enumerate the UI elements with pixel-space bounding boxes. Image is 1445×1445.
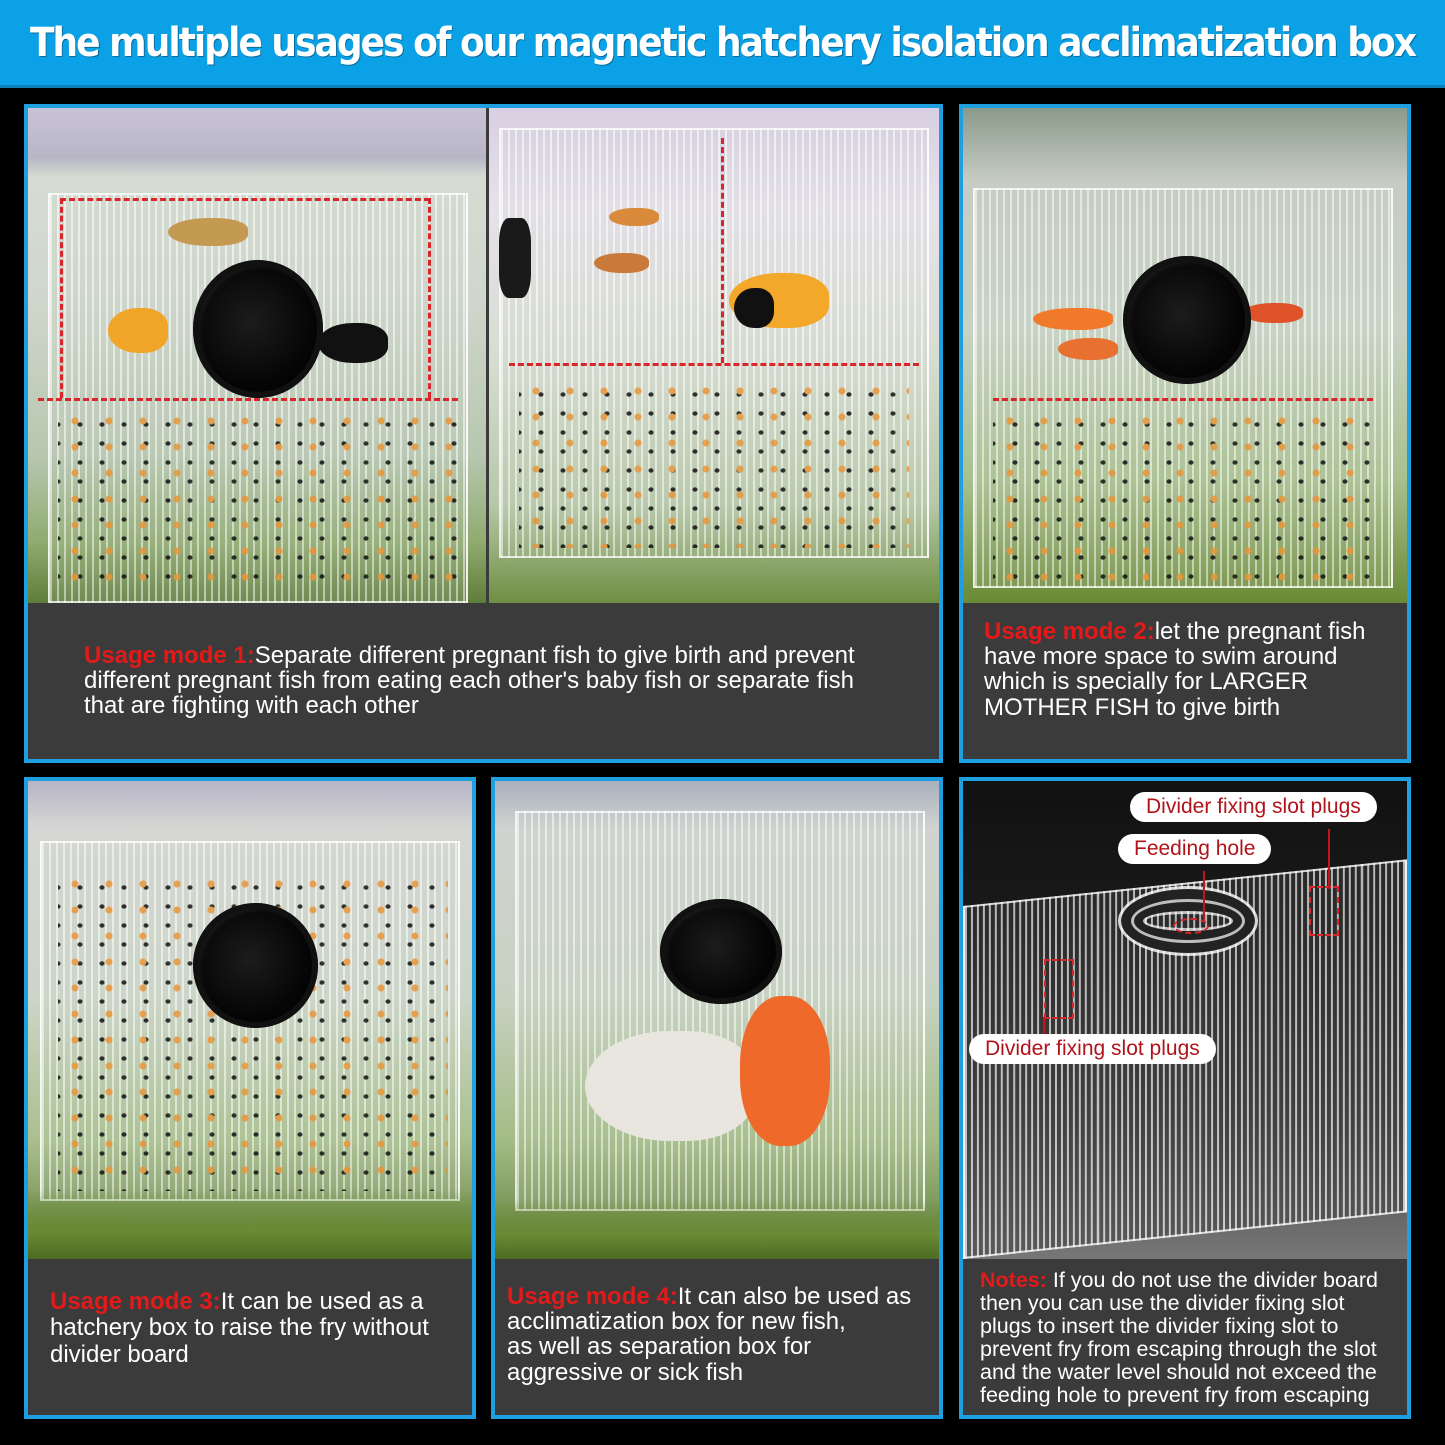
caption-line: hatchery box to raise the fry without: [50, 1314, 429, 1342]
photo-box-with-two-goldfish: [495, 781, 939, 1259]
caption-usage-mode-4: Usage mode 4:It can also be used as accl…: [495, 1259, 939, 1415]
caption-line: Usage mode 3:It can be used as a: [50, 1288, 472, 1315]
caption-usage-mode-3: Usage mode 3:It can be used as a hatcher…: [28, 1259, 472, 1415]
callout-feeding-hole: Feeding hole: [1118, 834, 1272, 864]
caption-line: feeding hole to prevent fry from escapin…: [980, 1383, 1370, 1407]
caption-usage-mode-1: Usage mode 1:Separate different pregnant…: [28, 603, 939, 759]
caption-line: divider board: [50, 1340, 189, 1368]
caption-line: which is specially for LARGER: [984, 668, 1309, 696]
caption-text: It can be used as a: [220, 1288, 424, 1315]
caption-text: let the pregnant fish: [1154, 618, 1366, 645]
panel-usage-mode-4: Usage mode 4:It can also be used as accl…: [491, 777, 943, 1419]
caption-line: Usage mode 1:Separate different pregnant…: [84, 643, 939, 668]
magnet-icon: [660, 899, 782, 1004]
panel-usage-mode-1: Usage mode 1:Separate different pregnant…: [24, 104, 943, 763]
title-banner: The multiple usages of our magnetic hatc…: [0, 0, 1445, 88]
caption-lead: Usage mode 2:: [984, 618, 1155, 645]
caption-lead: Usage mode 3:: [50, 1288, 221, 1315]
photo-box-with-divider-board: [489, 108, 939, 603]
caption-line: aggressive or sick fish: [507, 1358, 744, 1386]
caption-text: Separate different pregnant fish to give…: [254, 642, 855, 669]
caption-usage-mode-2: Usage mode 2:let the pregnant fish have …: [963, 603, 1407, 759]
caption-line: plugs to insert the divider fixing slot …: [980, 1314, 1339, 1338]
photo-box-with-magnet-and-fry: [28, 108, 486, 603]
panel-notes: Divider fixing slot plugs Feeding hole D…: [959, 777, 1411, 1419]
caption-line: Notes: If you do not use the divider boa…: [980, 1268, 1407, 1292]
caption-line: as well as separation box for: [507, 1333, 812, 1361]
caption-line: and the water level should not exceed th…: [980, 1360, 1377, 1384]
caption-line: that are fighting with each other: [84, 692, 419, 720]
caption-line: then you can use the divider fixing slot: [980, 1291, 1345, 1315]
callout-divider-fixing-slot-plugs-bottom: Divider fixing slot plugs: [969, 1034, 1216, 1064]
callout-divider-fixing-slot-plugs-top: Divider fixing slot plugs: [1130, 792, 1377, 822]
caption-lead: Notes:: [980, 1268, 1047, 1292]
caption-line: MOTHER FISH to give birth: [984, 693, 1281, 721]
panel-usage-mode-3: Usage mode 3:It can be used as a hatcher…: [24, 777, 476, 1419]
photo-box-with-guppies-and-fry: [963, 108, 1407, 603]
caption-text: If you do not use the divider board: [1046, 1268, 1378, 1292]
caption-text: It can also be used as: [677, 1283, 912, 1310]
caption-line: different pregnant fish from eating each…: [84, 667, 854, 695]
photo-box-top-closeup: Divider fixing slot plugs Feeding hole D…: [963, 781, 1407, 1259]
magnet-icon: [1123, 256, 1251, 384]
caption-lead: Usage mode 1:: [84, 642, 255, 669]
caption-notes: Notes: If you do not use the divider boa…: [963, 1259, 1407, 1415]
caption-line: Usage mode 4:It can also be used as: [507, 1284, 939, 1309]
magnet-icon: [193, 903, 318, 1028]
page-title: The multiple usages of our magnetic hatc…: [29, 19, 1417, 66]
feeding-hole-icon: [1118, 886, 1258, 956]
caption-line: have more space to swim around: [984, 643, 1338, 671]
panel-usage-mode-2: Usage mode 2:let the pregnant fish have …: [959, 104, 1411, 763]
photo-box-full-of-fry: [28, 781, 472, 1259]
caption-line: prevent fry from escaping through the sl…: [980, 1337, 1377, 1361]
caption-line: acclimatization box for new fish,: [507, 1308, 846, 1336]
caption-lead: Usage mode 4:: [507, 1283, 678, 1310]
caption-line: Usage mode 2:let the pregnant fish: [984, 619, 1407, 644]
magnet-icon: [193, 260, 323, 398]
